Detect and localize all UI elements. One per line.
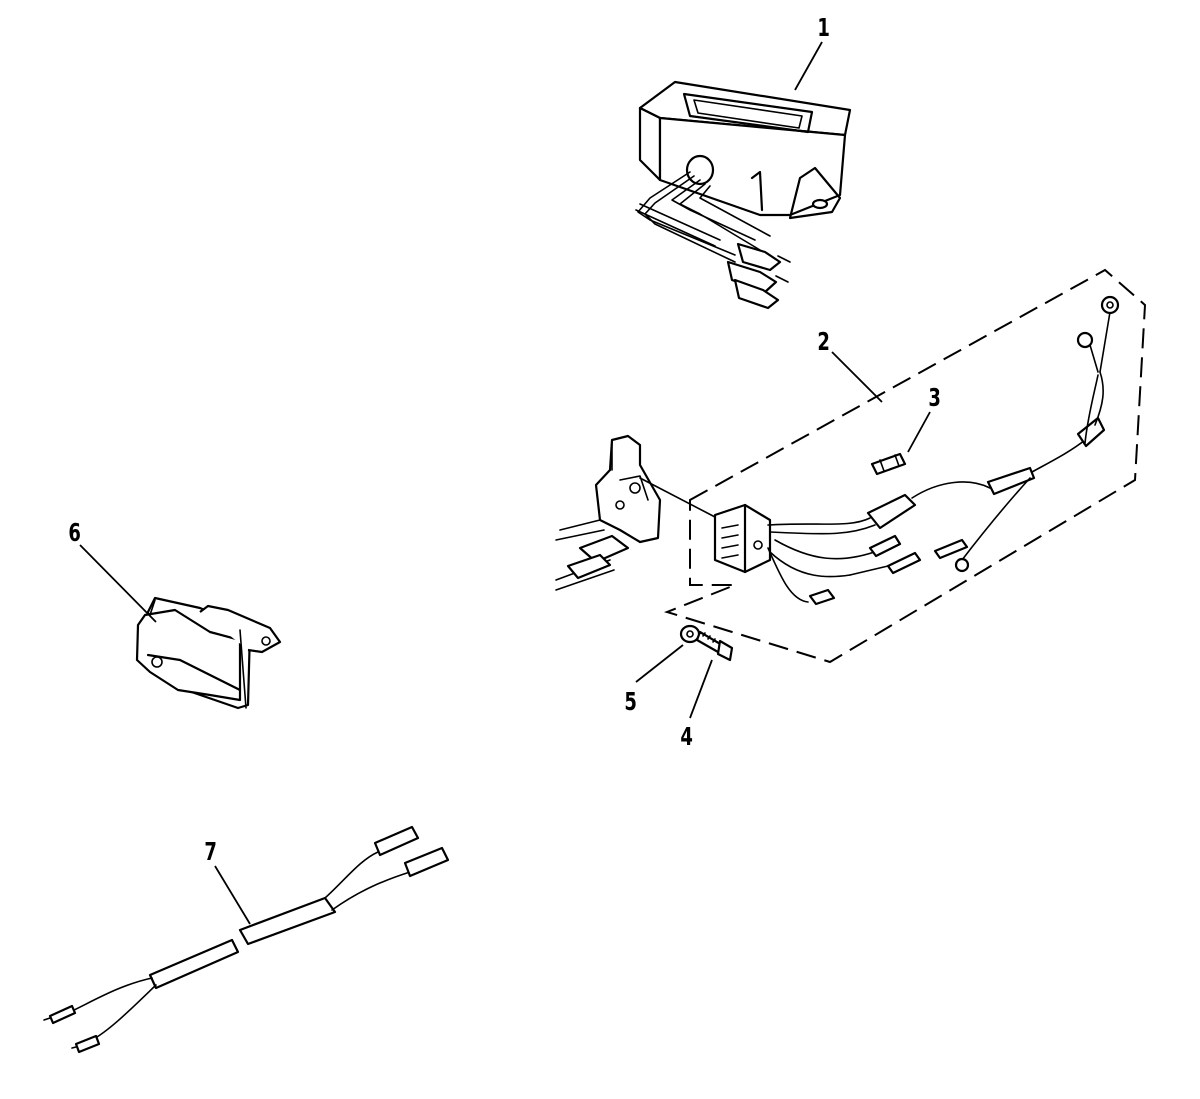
part-7-y-harness <box>43 825 450 1054</box>
callout-2: 2 <box>817 328 830 357</box>
callout-1: 1 <box>817 14 830 43</box>
mounting-bracket <box>555 434 716 591</box>
callout-7: 7 <box>204 838 217 867</box>
part-3-fuse <box>870 452 907 476</box>
part-5-washer <box>679 624 701 644</box>
callout-3: 3 <box>928 384 941 413</box>
part-1-regulator-module <box>635 80 852 310</box>
callout-6: 6 <box>68 519 81 548</box>
callout-4: 4 <box>680 723 693 752</box>
callout-5: 5 <box>624 688 637 717</box>
part-2-harness-assembly <box>663 268 1147 664</box>
part-4-screw <box>695 630 734 662</box>
part-6-rocker-switch <box>135 596 282 710</box>
